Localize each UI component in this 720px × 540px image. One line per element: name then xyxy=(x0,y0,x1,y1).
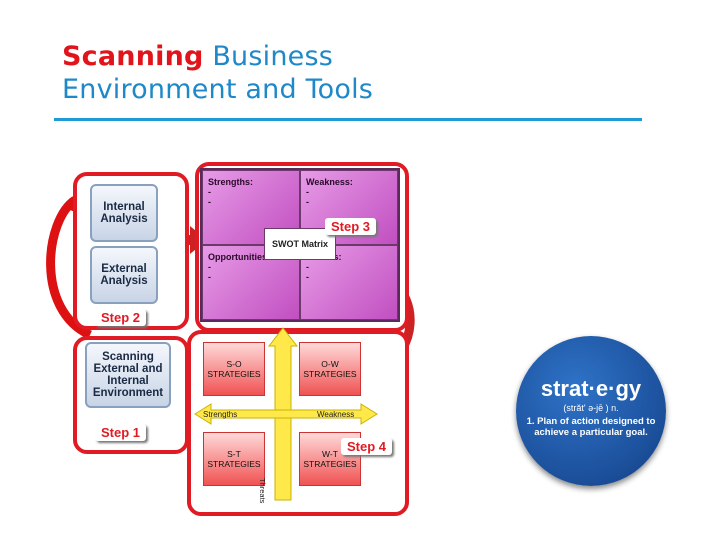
horizontal-axis-arrow xyxy=(194,403,378,425)
strategy-pronunciation: (străt' ə-jē ) n. xyxy=(563,403,619,413)
threats-bullet-2: - xyxy=(306,272,309,282)
slide-title: Scanning Business Environment and Tools xyxy=(62,40,373,106)
title-word-business: Business xyxy=(212,41,333,72)
strategy-word: strat·e·gy xyxy=(540,376,642,401)
title-line-2: Environment and Tools xyxy=(62,74,374,105)
strengths-bullet-2: - xyxy=(208,197,211,207)
strategy-axes xyxy=(194,327,378,501)
title-underline xyxy=(54,118,642,121)
threats-axis-label: Threats xyxy=(258,478,267,504)
st-strategies: S-T STRATEGIES xyxy=(203,432,265,486)
wt-strategies: W-T STRATEGIES xyxy=(299,432,361,486)
swot-matrix-center-label: SWOT Matrix xyxy=(264,228,336,260)
opportunities-bullet-2: - xyxy=(208,272,211,282)
internal-analysis-box: Internal Analysis xyxy=(90,184,158,242)
external-analysis-box: External Analysis xyxy=(90,246,158,304)
step3-label: Step 3 xyxy=(325,218,377,235)
scanning-box: Scanning External and Internal Environme… xyxy=(85,342,171,408)
title-word-scanning: Scanning xyxy=(62,41,204,72)
step4-label: Step 4 xyxy=(341,438,393,455)
strengths-axis-label: Strengths xyxy=(203,410,238,419)
strategy-definition: 1. Plan of action designed to achieve a … xyxy=(526,416,656,438)
swot-process-diagram: Internal Analysis External Analysis Step… xyxy=(35,160,415,518)
strategy-definition-badge: strat·e·gy (străt' ə-jē ) n. 1. Plan of … xyxy=(516,336,666,486)
weakness-axis-label: Weakness xyxy=(317,410,355,419)
strengths-heading: Strengths: xyxy=(208,177,253,187)
weakness-bullet-1: - xyxy=(306,187,309,197)
step1-label: Step 1 xyxy=(95,424,147,441)
so-strategies: S-O STRATEGIES xyxy=(203,342,265,396)
ow-strategies: O-W STRATEGIES xyxy=(299,342,361,396)
step2-label: Step 2 xyxy=(95,309,147,326)
weakness-heading: Weakness: xyxy=(306,177,353,187)
opportunities-heading: Opportunities: xyxy=(208,252,270,262)
threats-bullet-1: - xyxy=(306,262,309,272)
loop-arrow-left xyxy=(46,196,93,340)
strengths-bullet-1: - xyxy=(208,187,211,197)
swot-matrix: Strengths: - - Weakness: - - Opportuniti… xyxy=(200,168,400,322)
weakness-bullet-2: - xyxy=(306,197,309,207)
opportunities-bullet-1: - xyxy=(208,262,211,272)
